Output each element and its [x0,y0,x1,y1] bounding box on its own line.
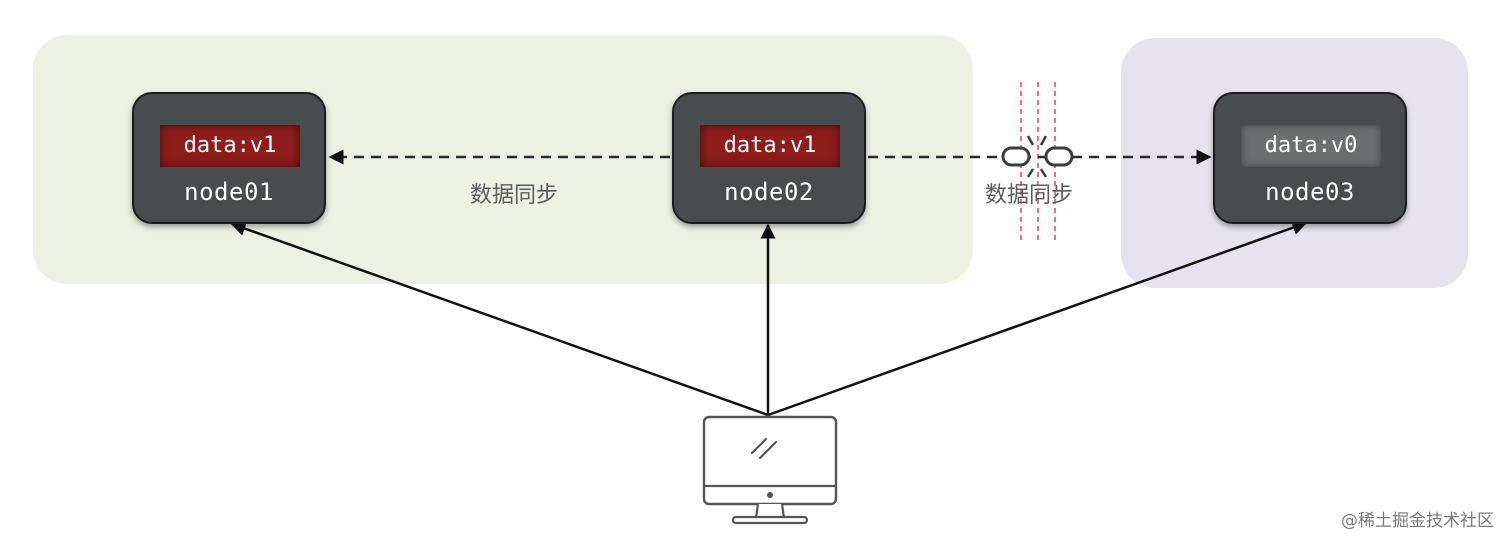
data-version-chip: data:v0 [1241,125,1381,167]
sync-link-label: 数据同步 [470,183,559,208]
data-version-chip: data:v1 [700,125,840,167]
sync-link-label: 数据同步 [985,183,1074,208]
client-link-node03 [767,220,1308,417]
node-card-node03: data:v0 node03 [1213,92,1407,224]
broken-chain-icon [1001,135,1074,178]
node-name-label: node03 [1265,178,1355,206]
node-card-node01: data:v1 node01 [132,92,326,224]
data-version-chip: data:v1 [160,125,300,167]
client-link-node01 [230,221,769,417]
desktop-computer-icon [702,415,838,525]
node-name-label: node01 [184,178,274,206]
node-name-label: node02 [724,178,814,206]
node-card-node02: data:v1 node02 [672,92,866,224]
watermark: @稀土掘金技术社区 [1341,511,1494,531]
